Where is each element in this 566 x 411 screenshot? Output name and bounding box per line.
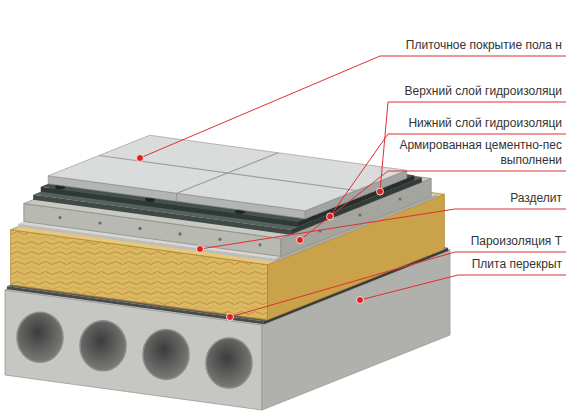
leader-dot: [197, 246, 204, 253]
leader-dots: [137, 155, 384, 321]
rebar-end: [218, 238, 221, 241]
leader-line: [360, 275, 566, 300]
rebar-end: [398, 197, 401, 200]
layer-label: Верхний слой гидроизоляци: [372, 84, 562, 99]
rebar-end: [58, 216, 61, 219]
leader-dot: [227, 314, 234, 321]
rebar-end: [98, 221, 101, 224]
leader-line: [200, 209, 566, 249]
leader-line: [380, 102, 566, 192]
leader-dot: [327, 213, 334, 220]
leader-line: [300, 171, 566, 240]
rebar-end: [178, 232, 181, 235]
layer-label: Пароизоляция Т: [442, 234, 562, 249]
tile-layer: [48, 135, 407, 219]
leader-dot: [137, 155, 144, 162]
leader-dot: [357, 297, 364, 304]
layer-label: Плиточное покрытие пола н: [372, 38, 562, 53]
layer-label: Разделит: [462, 191, 562, 206]
rebar-end: [138, 227, 141, 230]
layer-top: [48, 135, 407, 211]
tile-joint: [99, 156, 356, 191]
leader-dot: [377, 188, 384, 195]
layer-label: Нижний слой гидроизоляци: [372, 116, 562, 131]
slab-hollow: [206, 338, 252, 388]
leader-line: [230, 252, 566, 317]
leader-dot: [297, 237, 304, 244]
layer-label: Плита перекрыт: [442, 257, 562, 272]
slab-hollow: [80, 321, 126, 371]
slab-hollow: [17, 312, 63, 362]
leader-lines: [140, 56, 566, 317]
layer-label: Армированная цементно-пес выполнени: [387, 138, 562, 168]
slab-hollow: [143, 329, 189, 379]
tile-joint: [176, 193, 177, 201]
rebar-end: [358, 213, 361, 216]
rebar-end: [258, 243, 261, 246]
leader-line: [330, 134, 566, 216]
